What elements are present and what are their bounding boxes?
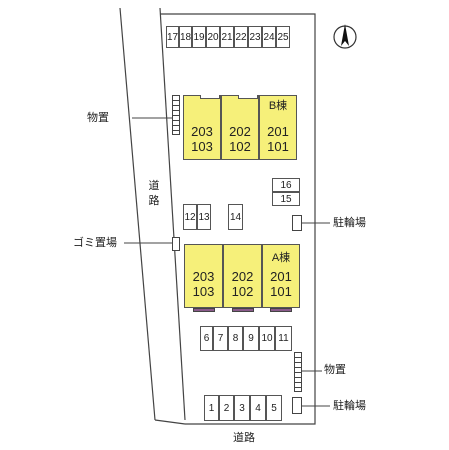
building-b-unit-2: 202 102 xyxy=(221,95,259,160)
unit-lower-room: 102 xyxy=(231,284,254,299)
parking-slot: 14 xyxy=(228,204,243,230)
road-south-line xyxy=(154,419,186,425)
building-a-unit-3: A棟 201 101 xyxy=(262,244,300,308)
parking-slot: 6 xyxy=(200,326,213,351)
unit-lower-room: 102 xyxy=(229,139,251,154)
unit-lower-room: 103 xyxy=(191,139,213,154)
building-b-notch xyxy=(200,95,220,99)
compass-north-arrow-icon xyxy=(341,24,349,46)
parking-slot: 4 xyxy=(250,395,266,421)
building-a-base-bar xyxy=(232,308,254,312)
building-a-base-bar xyxy=(270,308,292,312)
parking-slot: 5 xyxy=(266,395,282,421)
parking-slot: 2 xyxy=(219,395,234,421)
building-a-unit-1: 203 103 xyxy=(184,244,223,308)
parking-slot: 3 xyxy=(234,395,250,421)
building-a-unit-2: 202 102 xyxy=(223,244,262,308)
parking-slot: 22 xyxy=(234,26,248,48)
parking-slot: 9 xyxy=(243,326,259,351)
parking-slot: 18 xyxy=(179,26,192,48)
parking-slot: 1 xyxy=(204,395,219,421)
unit-upper-room: 202 xyxy=(231,269,254,284)
parking-slot: 24 xyxy=(262,26,276,48)
parking-slot: 10 xyxy=(259,326,275,351)
parking-slot: 19 xyxy=(192,26,206,48)
road-west-edge-inner xyxy=(159,7,186,421)
label-bike-bottom: 駐輪場 xyxy=(333,399,366,412)
unit-lower-room: 101 xyxy=(267,139,289,154)
road-label-west: 道路 xyxy=(148,179,160,207)
unit-upper-room: 201 xyxy=(270,269,292,284)
parking-slot: 13 xyxy=(197,204,211,230)
building-b-unit-1: 203 103 xyxy=(183,95,221,160)
unit-upper-room: 203 xyxy=(191,124,213,139)
bike-parking-top-box xyxy=(292,215,302,231)
parking-slot: 25 xyxy=(276,26,290,48)
label-storage-top: 物置 xyxy=(87,111,109,124)
road-west-edge-outer xyxy=(119,7,156,421)
parking-slot: 8 xyxy=(228,326,243,351)
storage-bottom-box xyxy=(294,352,302,392)
unit-lower-room: 103 xyxy=(192,284,215,299)
building-a-name: A棟 xyxy=(271,252,291,264)
unit-upper-room: 201 xyxy=(267,124,289,139)
building-b-notch xyxy=(238,95,258,99)
parking-slot: 23 xyxy=(248,26,262,48)
unit-upper-room: 203 xyxy=(192,269,215,284)
parking-slot: 12 xyxy=(183,204,197,230)
garbage-box xyxy=(172,237,180,251)
road-label-south: 道路 xyxy=(233,431,255,444)
storage-top-box xyxy=(172,95,180,135)
bike-parking-bottom-box xyxy=(292,397,302,414)
parking-slot: 21 xyxy=(220,26,234,48)
building-b-name: B棟 xyxy=(268,100,288,112)
parking-slot: 16 xyxy=(272,178,300,192)
parking-slot: 7 xyxy=(213,326,228,351)
unit-upper-room: 202 xyxy=(229,124,251,139)
label-garbage: ゴミ置場 xyxy=(73,236,117,249)
building-b-unit-3: B棟 201 101 xyxy=(259,95,297,160)
parking-slot: 20 xyxy=(206,26,220,48)
site-boundary xyxy=(160,13,316,425)
parking-slot: 15 xyxy=(272,192,300,206)
label-storage-bottom: 物置 xyxy=(324,363,346,376)
parking-slot: 11 xyxy=(275,326,292,351)
building-a-base-bar xyxy=(193,308,215,312)
unit-lower-room: 101 xyxy=(270,284,292,299)
label-bike-top: 駐輪場 xyxy=(333,216,366,229)
parking-slot: 17 xyxy=(166,26,179,48)
